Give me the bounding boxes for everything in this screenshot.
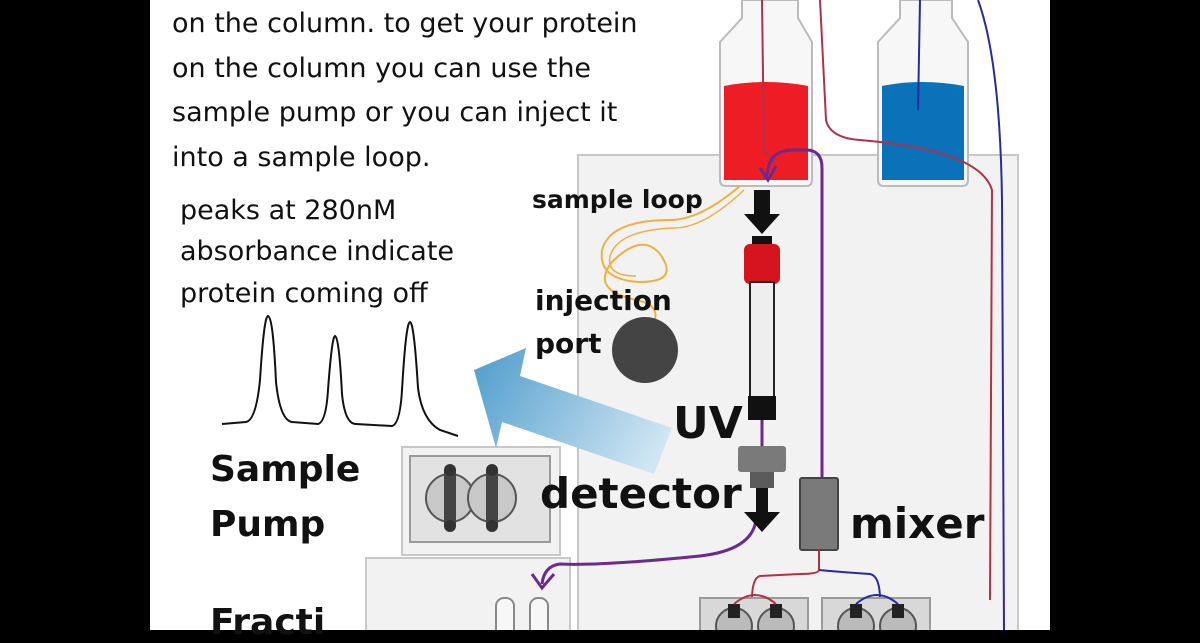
uv-cell-lower [750,472,774,488]
intro-line-3: sample pump or you can inject it [172,97,618,128]
peaks-line-3: protein coming off [180,278,428,309]
column-cap [744,244,780,284]
sample-loop-coil-inner [608,189,745,277]
pump-b-fitting-1 [850,604,862,618]
pump-b-loop [855,594,899,605]
injection-port-knob[interactable] [612,317,678,383]
column-body [749,281,775,401]
detector-label: detector [540,469,742,518]
intro-line-4: into a sample loop. [172,142,431,173]
tubing-buffer-b [917,0,921,111]
buffer-b-bottle [877,0,969,187]
injection-port-label-2: port [535,327,602,360]
sample-loop-label: sample loop [532,185,703,214]
pump-a-fitting-2 [770,604,782,618]
buffer-b-liquid [882,82,964,180]
sample-loop-coil [600,185,741,353]
pump-a-loop [733,594,777,605]
fraction-tube-1 [495,597,515,630]
flow-arrowhead-top [758,165,778,183]
tubing-red-return [819,0,994,601]
fplc-diagram [150,0,1050,630]
chromatogram-trace [221,314,459,437]
intro-line-2: on the column you can use the [172,53,592,84]
fraction-collector-label: Fracti [210,602,326,643]
outlet-arrow-head [744,512,780,532]
sample-pump-valve-left [425,464,475,532]
peaks-line-1: peaks at 280nM [180,195,397,226]
pump-b-fitting-2 [892,604,904,618]
mixer-block [799,477,839,551]
tubing-blue-return [977,0,1005,630]
buffer-a-liquid [724,82,808,180]
flow-arrowhead-fraction [530,573,556,591]
inlet-arrow-head [744,214,780,234]
inlet-arrow-shaft [754,190,770,218]
uv-cell-upper [738,446,786,472]
fplc-cabinet [577,154,1019,630]
tubing-mixer-b [818,569,881,601]
column-bottom-fitting [748,396,776,420]
column-top-fitting [752,236,772,244]
injection-port-label-1: injection [535,284,672,317]
uv-label: UV [673,398,743,449]
peaks-line-2: absorbance indicate [180,236,455,267]
signal-arrow [474,348,672,474]
fraction-tube-2 [529,597,549,630]
intro-line-1: on the column. to get your protein [172,8,638,39]
flow-line-to-fraction [540,519,758,585]
sample-pump-label-2: Pump [210,504,326,545]
mixer-label: mixer [850,499,985,548]
pump-a-fitting-1 [728,604,740,618]
letterbox-left [0,0,150,630]
outlet-arrow-shaft [756,488,768,514]
flow-line-top [764,148,824,478]
fraction-collector-box [365,557,571,630]
tubing-mixer-a [751,550,820,601]
buffer-a-bottle [719,0,813,187]
letterbox-right [1050,0,1200,630]
sample-pump-valve-right [467,464,517,532]
sample-pump-label-1: Sample [210,449,361,490]
